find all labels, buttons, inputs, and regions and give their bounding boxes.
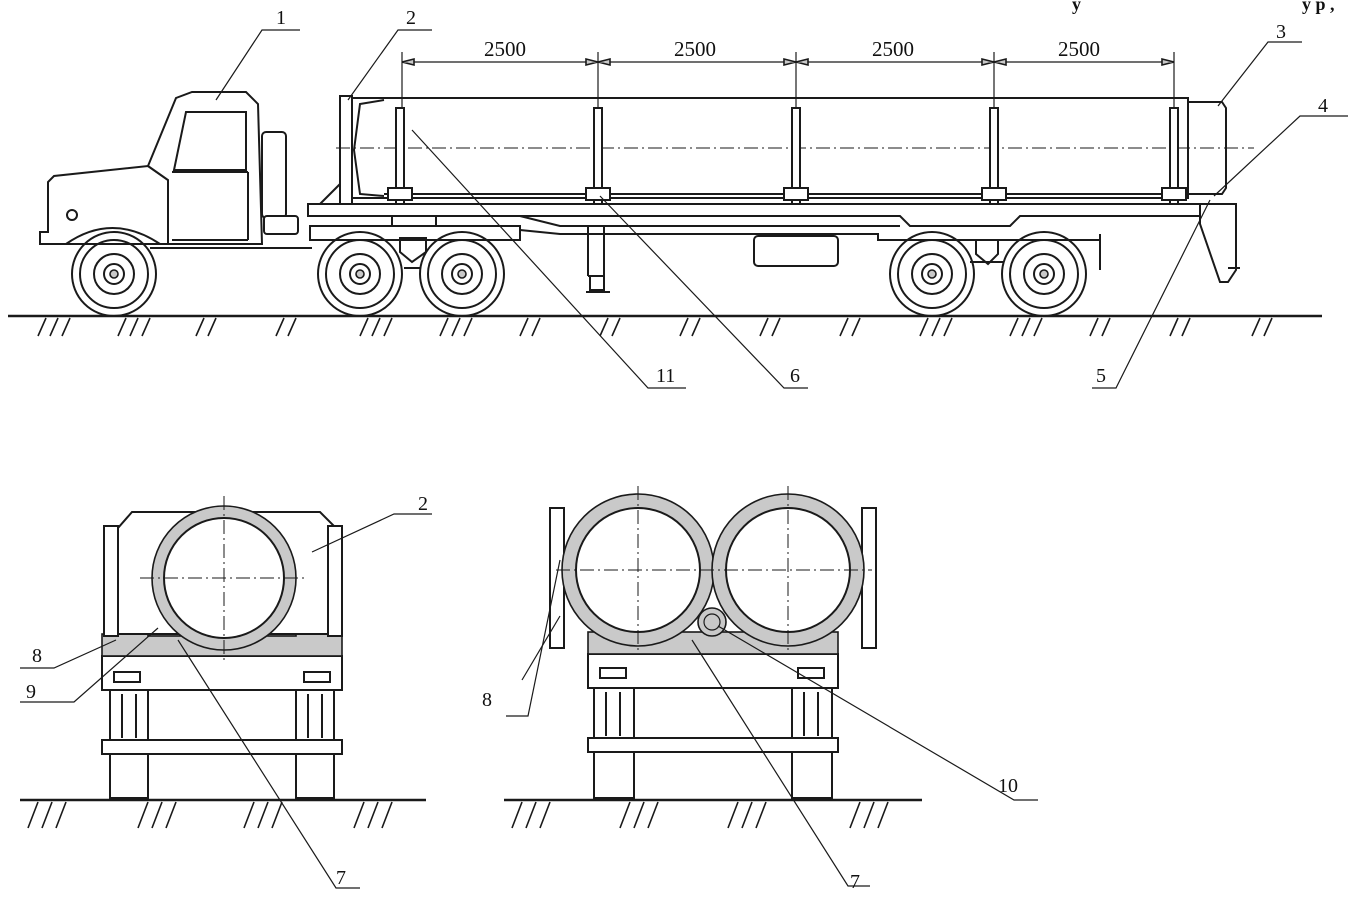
truck-fuel-tank xyxy=(263,215,299,235)
truck-exhaust-tank xyxy=(261,131,287,219)
label-2-rear: 2 xyxy=(418,493,428,515)
label-6: 6 xyxy=(790,365,800,387)
header-fragment-left: у xyxy=(1072,0,1081,14)
dimension-label-4: 2500 xyxy=(1058,37,1100,61)
trailer-deck xyxy=(307,203,1237,227)
dimension-label-2: 2500 xyxy=(674,37,716,61)
trailer-wheel-1 xyxy=(889,231,975,317)
truck-front-wheel xyxy=(71,231,157,317)
label-9: 9 xyxy=(26,681,36,703)
label-5: 5 xyxy=(1096,365,1106,387)
label-8-single: 8 xyxy=(32,645,42,667)
tractor-suspension xyxy=(399,237,427,269)
truck-fender xyxy=(65,227,161,245)
tractor-rear-wheel-1 xyxy=(317,231,403,317)
headlight xyxy=(66,209,78,221)
label-3: 3 xyxy=(1276,21,1286,43)
label-7-single: 7 xyxy=(336,867,346,889)
label-11: 11 xyxy=(656,365,675,387)
rear-view-double-pipe: 8 10 7 xyxy=(482,486,1038,893)
label-1: 1 xyxy=(276,7,286,29)
header-fragment-right: у р , xyxy=(1302,0,1335,14)
dimension-lines xyxy=(401,52,1175,108)
cab-window xyxy=(172,111,247,171)
label-2-side: 2 xyxy=(406,7,416,29)
rear-view-single-pipe: 2 8 9 7 xyxy=(20,493,432,889)
tractor-rear-wheel-2 xyxy=(419,231,505,317)
landing-gear xyxy=(586,226,610,293)
side-view: 2500 2500 2500 2500 1 2 3 4 5 6 11 xyxy=(8,7,1348,389)
truck-cab xyxy=(146,91,264,245)
side-ground-hatching xyxy=(37,317,1273,337)
rear-bumper-support xyxy=(1199,203,1237,283)
trailer-toolbox xyxy=(753,235,839,267)
dimension-label-3: 2500 xyxy=(872,37,914,61)
front-headboard xyxy=(339,95,353,205)
label-8-double: 8 xyxy=(482,689,492,711)
label-7-double: 7 xyxy=(850,871,860,893)
side-leaders xyxy=(215,29,1348,389)
spacer-wedge xyxy=(697,607,727,637)
trailer-wheel-2 xyxy=(1001,231,1087,317)
trailer-suspension xyxy=(970,239,1004,266)
stakes xyxy=(387,107,1187,205)
label-10: 10 xyxy=(998,775,1018,797)
dimension-label-1: 2500 xyxy=(484,37,526,61)
label-4: 4 xyxy=(1318,95,1328,117)
pipe-front-end xyxy=(352,99,385,197)
